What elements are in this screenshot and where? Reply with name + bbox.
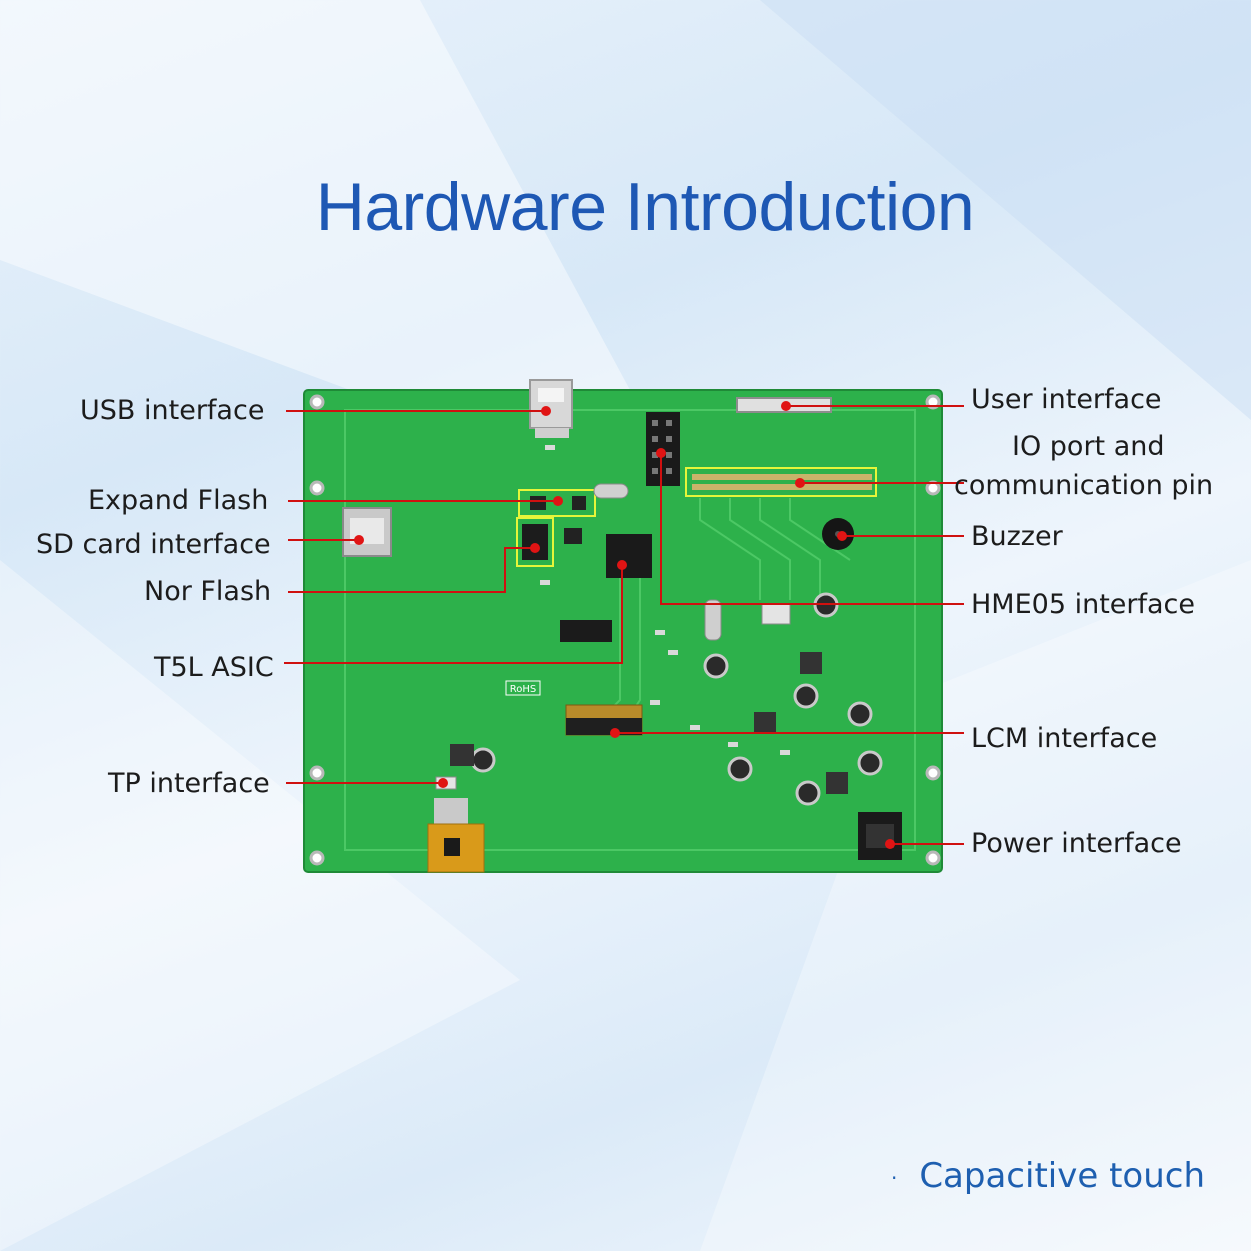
label-expand-flash: Expand Flash — [88, 485, 269, 516]
label-io-port-line1: IO port and — [1012, 431, 1165, 462]
label-lcm-interface: LCM interface — [971, 723, 1158, 754]
label-usb-interface: USB interface — [80, 395, 265, 426]
bullet-icon: · — [890, 1165, 898, 1190]
label-io-port-line2: communication pin — [954, 470, 1214, 501]
label-sd-card-interface: SD card interface — [36, 529, 271, 560]
label-power-interface: Power interface — [971, 828, 1182, 859]
page-title: Hardware Introduction — [315, 169, 975, 245]
rohs-mark: RoHS — [510, 684, 536, 695]
label-hme05-interface: HME05 interface — [971, 589, 1196, 620]
footer-feature: · Capacitive touch — [891, 1156, 1205, 1196]
label-t5l-asic: T5L ASIC — [154, 652, 274, 683]
label-buzzer: Buzzer — [971, 521, 1063, 552]
label-nor-flash: Nor Flash — [144, 576, 272, 607]
label-tp-interface: TP interface — [108, 768, 270, 799]
label-user-interface: User interface — [971, 384, 1162, 415]
footer-text: Capacitive touch — [919, 1156, 1205, 1196]
